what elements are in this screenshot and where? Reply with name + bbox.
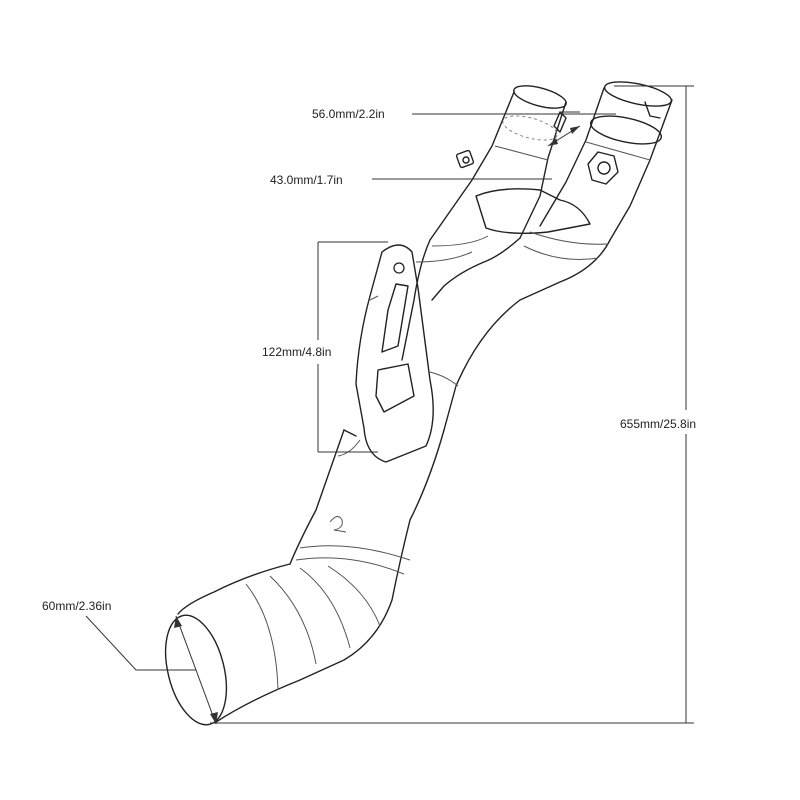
- label-outlet-outer: 43.0mm/1.7in: [270, 173, 343, 187]
- main-pipe: [215, 429, 445, 723]
- mounting-bracket: [355, 244, 434, 463]
- right-outlet-tube: [539, 81, 673, 241]
- bracket-cutout-upper: [381, 283, 409, 353]
- label-bracket-height: 122mm/4.8in: [262, 345, 331, 359]
- dimension-overall-height: [210, 85, 694, 724]
- inlet-section: [164, 563, 381, 726]
- label-inlet-diameter: 60mm/2.36in: [42, 599, 111, 613]
- dimension-outlet-outer: [372, 125, 581, 180]
- outlet-slot: [553, 111, 567, 133]
- left-outlet-tube: [429, 85, 567, 241]
- bracket-cutout-lower: [375, 363, 415, 413]
- left-bolt-icon: [455, 149, 475, 169]
- crossover-block: [475, 188, 591, 235]
- logo-mark-icon: [329, 516, 347, 533]
- label-outlet-inner: 56.0mm/2.2in: [312, 107, 385, 121]
- right-bolt-icon: [587, 151, 619, 185]
- y-junction-body: [401, 231, 611, 431]
- bracket-bolt-hole: [393, 262, 405, 274]
- inlet-opening: [164, 614, 228, 726]
- dimension-outlet-inner: [412, 111, 616, 115]
- label-overall-height: 655mm/25.8in: [620, 417, 696, 431]
- dimension-bracket-height: [317, 241, 388, 453]
- dimension-inlet-diameter: [85, 615, 218, 725]
